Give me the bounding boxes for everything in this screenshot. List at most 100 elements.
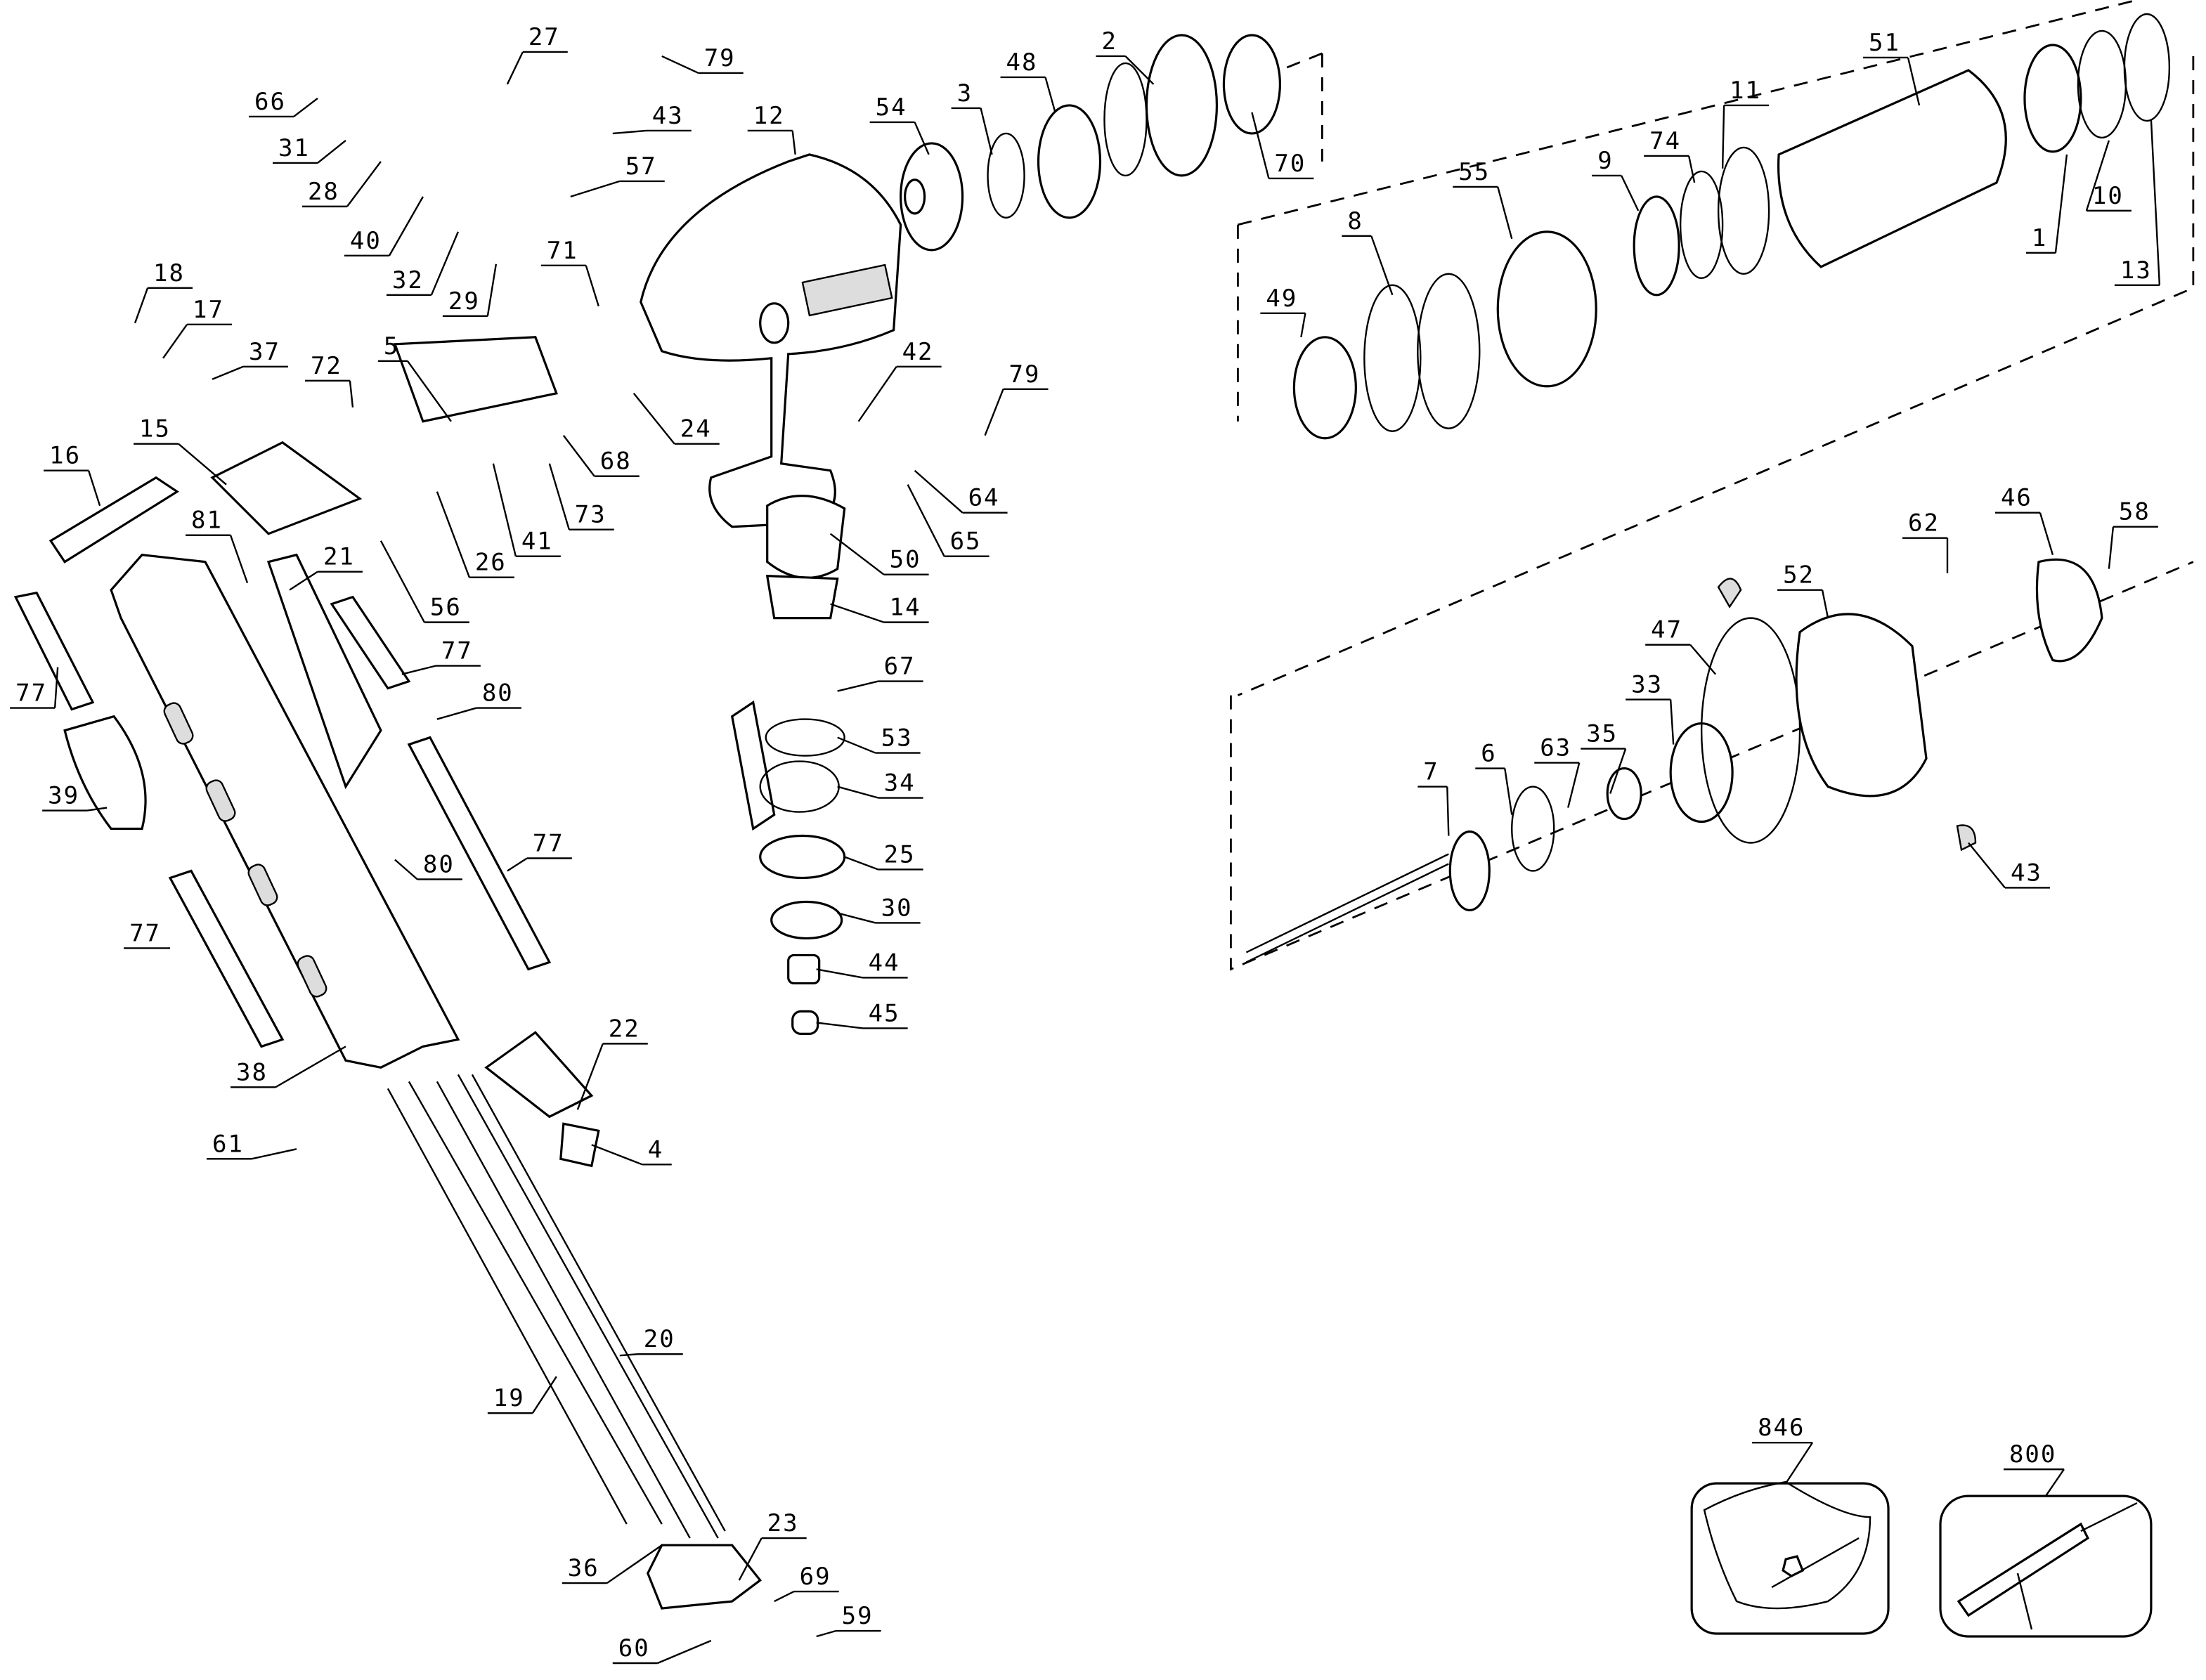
callout-50: 50 [829,533,929,575]
callout-72: 72 [304,352,354,408]
callout-67: 67 [837,653,923,692]
callout-number: 38 [236,1058,268,1086]
callout-number: 27 [528,23,560,51]
leader-line [1777,589,1829,618]
leader-line [1721,104,1770,169]
callout-number: 36 [568,1554,599,1582]
leader-line [914,469,1008,514]
callout-48: 48 [1000,48,1056,113]
callout-60: 60 [612,1634,712,1665]
callout-number: 23 [767,1509,799,1537]
callout-number: 28 [308,178,339,206]
callout-number: 46 [2001,484,2032,512]
leader-line [2114,119,2161,287]
callout-54: 54 [869,93,930,155]
leader-line [562,1544,663,1584]
callout-62: 62 [1902,509,1949,573]
callout-number: 7 [1423,758,1439,786]
leader-line [506,51,568,85]
leader-line [134,443,227,486]
callout-1: 1 [2025,154,2068,254]
dashed-group-boundary-upper [1237,0,2195,696]
callout-47: 47 [1645,616,1717,675]
part-magazine-group [13,336,762,1610]
callout-46: 46 [1994,484,2054,556]
callout-number: 70 [1274,150,1306,178]
callout-number: 14 [890,594,921,622]
leader-line [2108,526,2158,569]
leader-line [186,534,249,584]
callout-number: 64 [968,484,1000,512]
leader-line [612,129,692,135]
callout-number: 66 [254,88,286,116]
leader-line [1453,185,1513,240]
callout-number: 62 [1908,509,1940,538]
leader-line [344,196,424,257]
callout-number: 22 [609,1015,640,1043]
callout-number: 2 [1102,27,1117,56]
leader-line [289,571,363,591]
callout-number: 33 [1631,671,1663,699]
callout-37: 37 [212,338,288,380]
callout-number: 60 [618,1634,650,1662]
leader-line [907,484,990,557]
leader-line [2003,1468,2065,1497]
leader-line [857,365,942,422]
leader-line [162,323,233,359]
part-seals-top [900,34,1281,252]
leader-line [442,263,498,318]
callout-number: 6 [1481,740,1496,768]
callout-number: 5 [384,332,399,360]
leader-line [816,1022,908,1029]
dashed-group-boundary-lower [1230,561,2194,971]
leader-line [377,360,452,422]
callout-71: 71 [540,237,599,307]
callout-number: 800 [2009,1440,2056,1469]
leader-line [619,1353,683,1357]
leader-line [829,533,929,575]
leader-line [1260,312,1306,338]
callout-5: 5 [377,332,452,422]
callout-number: 26 [475,549,507,577]
leader-line [379,540,469,623]
callout-number: 16 [49,442,81,470]
callout-6: 6 [1475,740,1513,815]
leader-line [830,603,929,623]
callout-number: 42 [902,338,934,366]
callout-79: 79 [661,44,744,74]
callout-number: 51 [1869,29,1900,57]
callout-45: 45 [816,999,908,1029]
callout-number: 21 [323,543,355,571]
callout-number: 79 [704,44,736,72]
callout-77: 77 [10,667,59,709]
leader-line [134,287,193,324]
callout-number: 11 [1730,77,1761,105]
callout-number: 61 [212,1130,244,1158]
callout-49: 49 [1260,285,1306,338]
leader-line [837,786,923,799]
callout-66: 66 [249,88,318,118]
leader-line [394,859,462,880]
callout-number: 49 [1266,285,1297,313]
leader-line [1994,512,2054,556]
callout-20: 20 [619,1325,683,1357]
callout-35: 35 [1581,720,1627,794]
leader-line [1417,786,1450,836]
leader-line [738,1537,807,1581]
callout-number: 30 [881,894,913,922]
callout-number: 52 [1783,561,1815,590]
callout-68: 68 [562,435,640,477]
callout-number: 71 [547,237,578,265]
callout-41: 41 [492,463,561,557]
callout-800: 800 [2003,1440,2065,1497]
callout-number: 69 [800,1563,831,1591]
callout-73: 73 [548,463,614,530]
callout-number: 12 [753,102,785,130]
part-housing [640,153,902,528]
callout-2: 2 [1096,27,1155,85]
callout-number: 53 [881,724,913,753]
callout-16: 16 [44,442,101,507]
callout-number: 41 [521,528,553,556]
callout-31: 31 [272,134,346,164]
callout-number: 65 [950,528,982,556]
